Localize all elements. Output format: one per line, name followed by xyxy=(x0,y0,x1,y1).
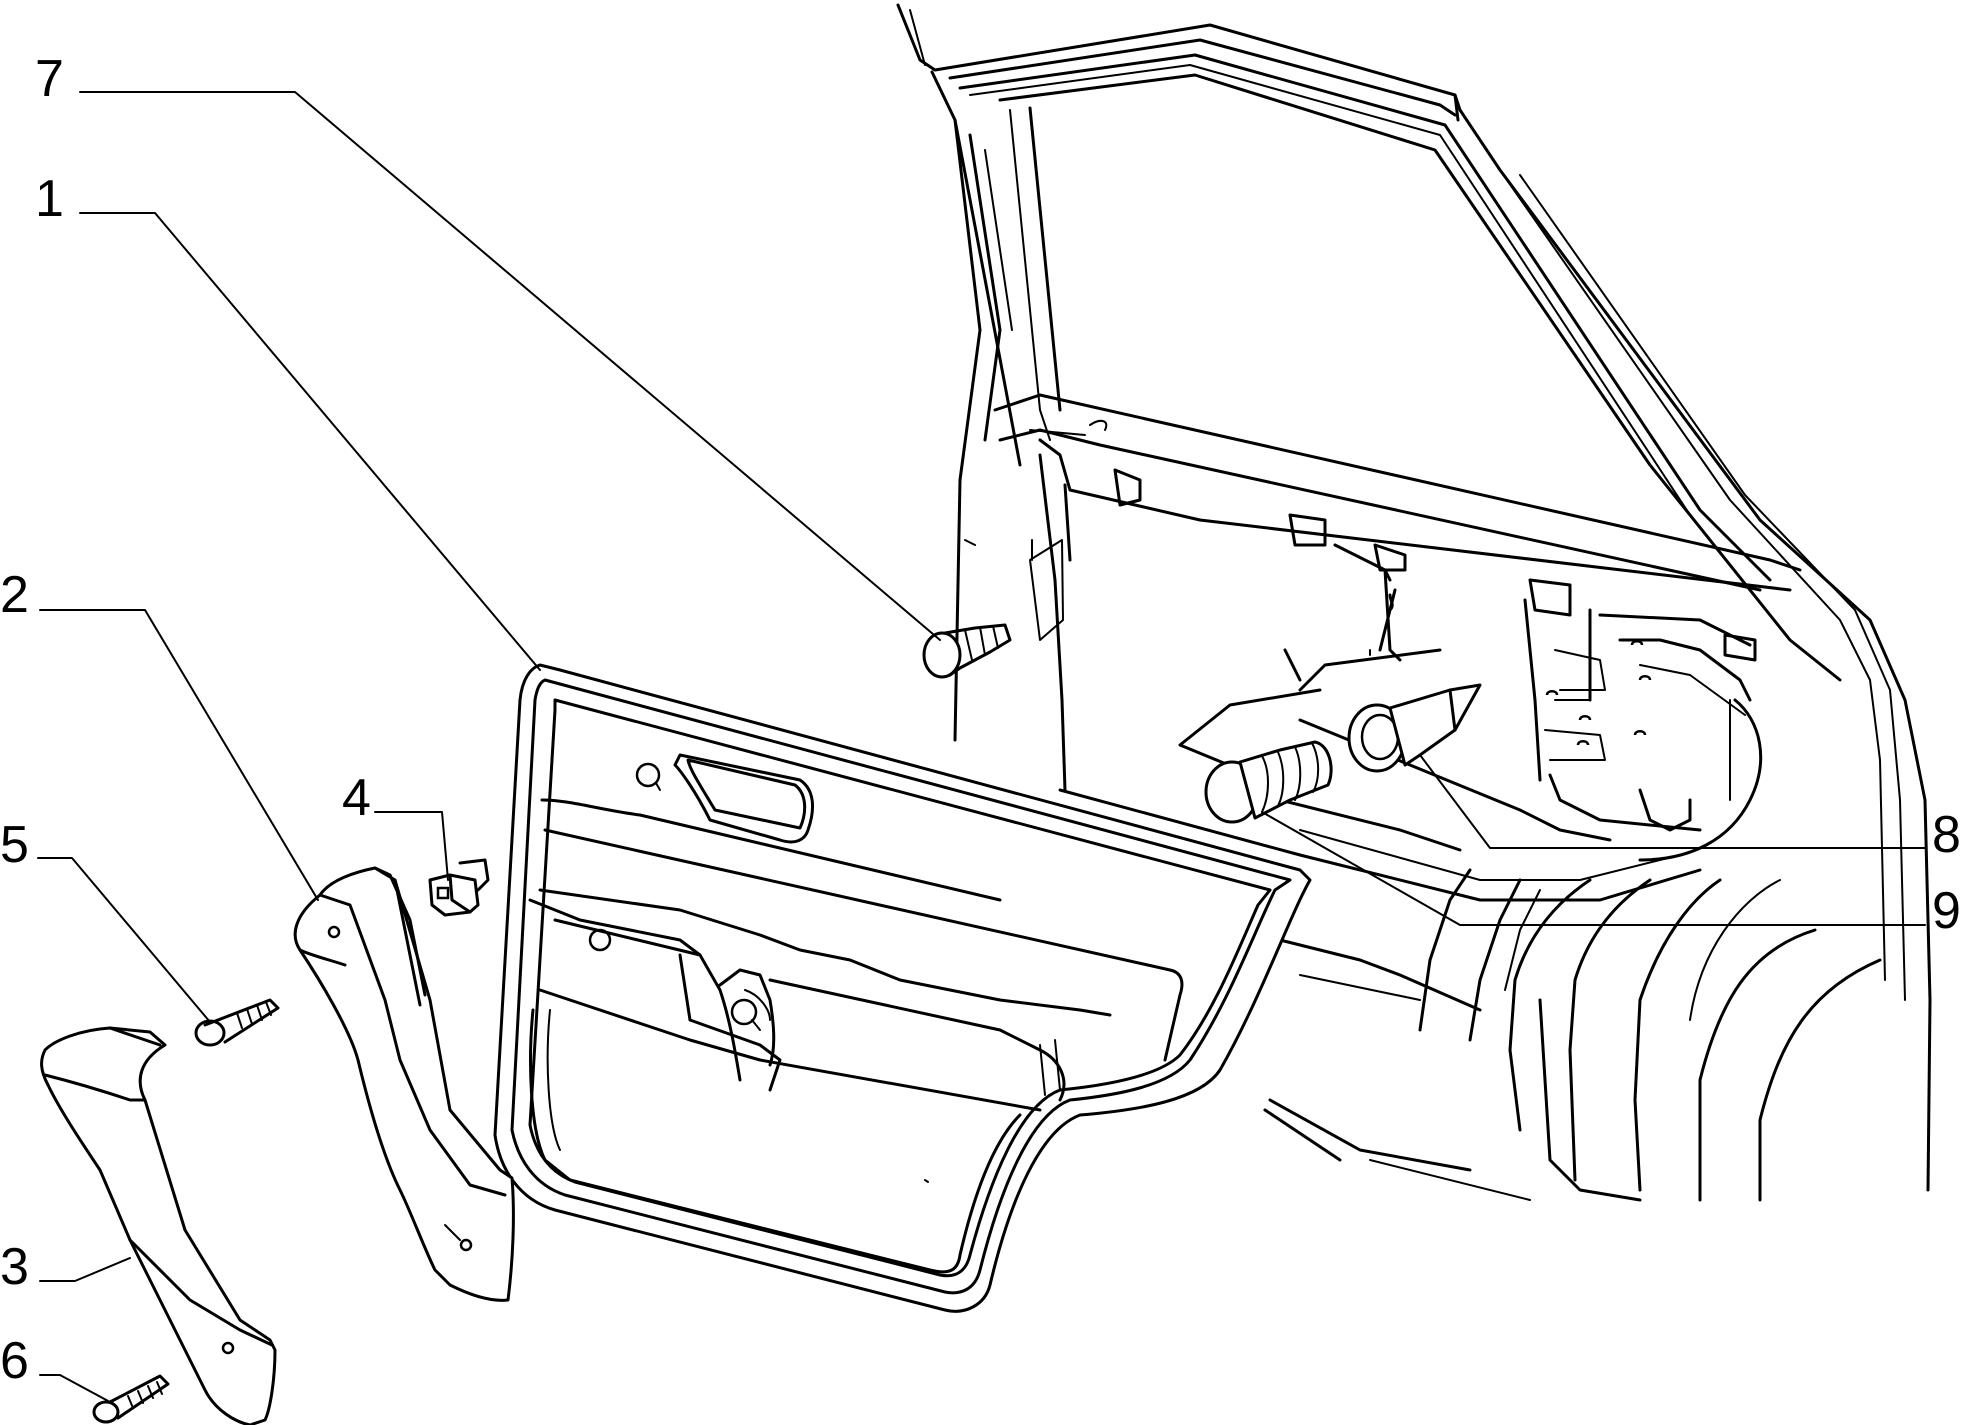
callout-9: 9 xyxy=(1932,882,1961,940)
part-7-push-clip xyxy=(922,623,1012,679)
leader-7 xyxy=(79,91,941,641)
callout-2: 2 xyxy=(0,566,29,624)
part-3-cover xyxy=(40,1026,277,1425)
callout-numbers: 7 1 2 4 5 3 6 8 9 xyxy=(0,50,1961,1390)
part-4-clip-nut xyxy=(428,858,490,917)
callout-4: 4 xyxy=(342,769,371,827)
part-1-door-trim-panel xyxy=(493,663,1312,1313)
leader-8 xyxy=(1419,754,1926,849)
callout-6: 6 xyxy=(0,1332,29,1390)
leader-3 xyxy=(39,1257,131,1282)
leader-4 xyxy=(374,811,449,881)
callout-3: 3 xyxy=(0,1238,29,1296)
part-6-long-screw xyxy=(92,1374,170,1424)
door-shell xyxy=(896,3,1932,1202)
part-8-plug xyxy=(1347,683,1482,773)
callout-7: 7 xyxy=(35,50,64,108)
leader-lines xyxy=(37,91,1926,1403)
leader-6 xyxy=(39,1374,111,1403)
part-2-trim-strip xyxy=(293,866,515,1302)
leader-2 xyxy=(39,609,319,901)
leader-1 xyxy=(79,212,541,671)
leader-9 xyxy=(1261,811,1926,926)
callout-5: 5 xyxy=(0,816,29,874)
leader-5 xyxy=(37,857,211,1023)
callout-8: 8 xyxy=(1932,806,1961,864)
callout-1: 1 xyxy=(35,170,64,228)
part-9-bumper xyxy=(1204,740,1333,824)
part-5-short-screw xyxy=(194,998,280,1047)
